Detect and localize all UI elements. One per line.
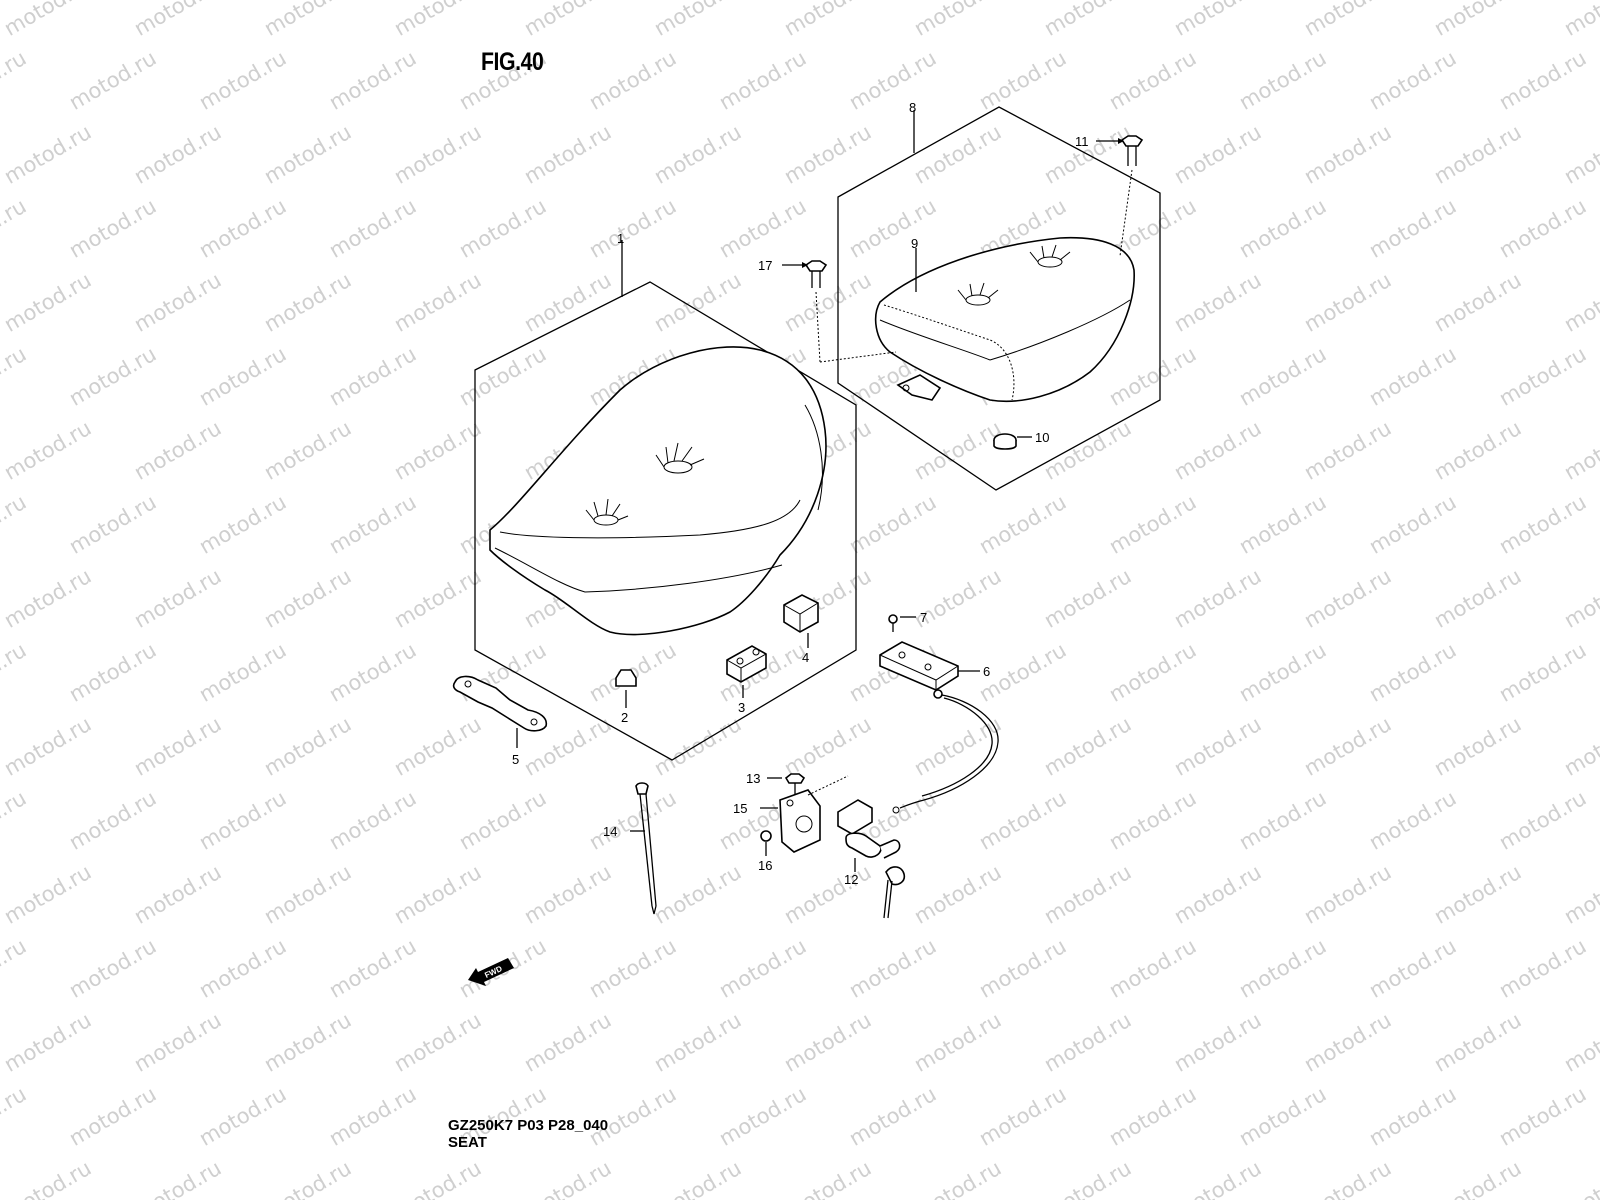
callout-12: 12 [844,872,858,887]
rubber-bumper [726,645,767,698]
seat-lock [837,799,906,919]
section-name: SEAT [448,1134,487,1151]
front-seat [489,346,827,636]
lock-bracket [760,775,849,853]
cable-tie [630,782,657,915]
seat-lock-cable [879,641,999,814]
callout-8: 8 [909,100,916,115]
bracket-nut [760,830,772,856]
lock-bracket-bolt [767,773,806,795]
bolt-rear [1096,135,1144,257]
bolt-front [782,260,897,363]
forward-direction-arrow: FWD [468,958,514,986]
callout-6: 6 [983,664,990,679]
callout-2: 2 [621,710,628,725]
callout-11: 11 [1075,134,1089,149]
nut [615,669,637,708]
callout-10: 10 [1035,430,1049,445]
callout-1: 1 [617,231,624,246]
callout-16: 16 [758,858,772,873]
callout-15: 15 [733,801,747,816]
callout-4: 4 [802,650,809,665]
callout-13: 13 [746,771,760,786]
callout-5: 5 [512,752,519,767]
callout-14: 14 [603,824,617,839]
callout-7: 7 [920,610,927,625]
screw [888,614,916,632]
callout-17: 17 [758,258,772,273]
callout-3: 3 [738,700,745,715]
seat-bracket [452,675,548,748]
rear-seat-assembly-frame [837,106,1161,491]
grommet [993,433,1032,450]
figure-label: FIG.40 [481,48,544,76]
model-code: GZ250K7 P03 P28_040 [448,1117,609,1134]
cushion-block [783,594,819,648]
forward-label: FWD [483,964,504,980]
seat-assembly-frame [474,281,857,761]
rear-seat [874,236,1135,403]
callout-9: 9 [911,236,918,251]
